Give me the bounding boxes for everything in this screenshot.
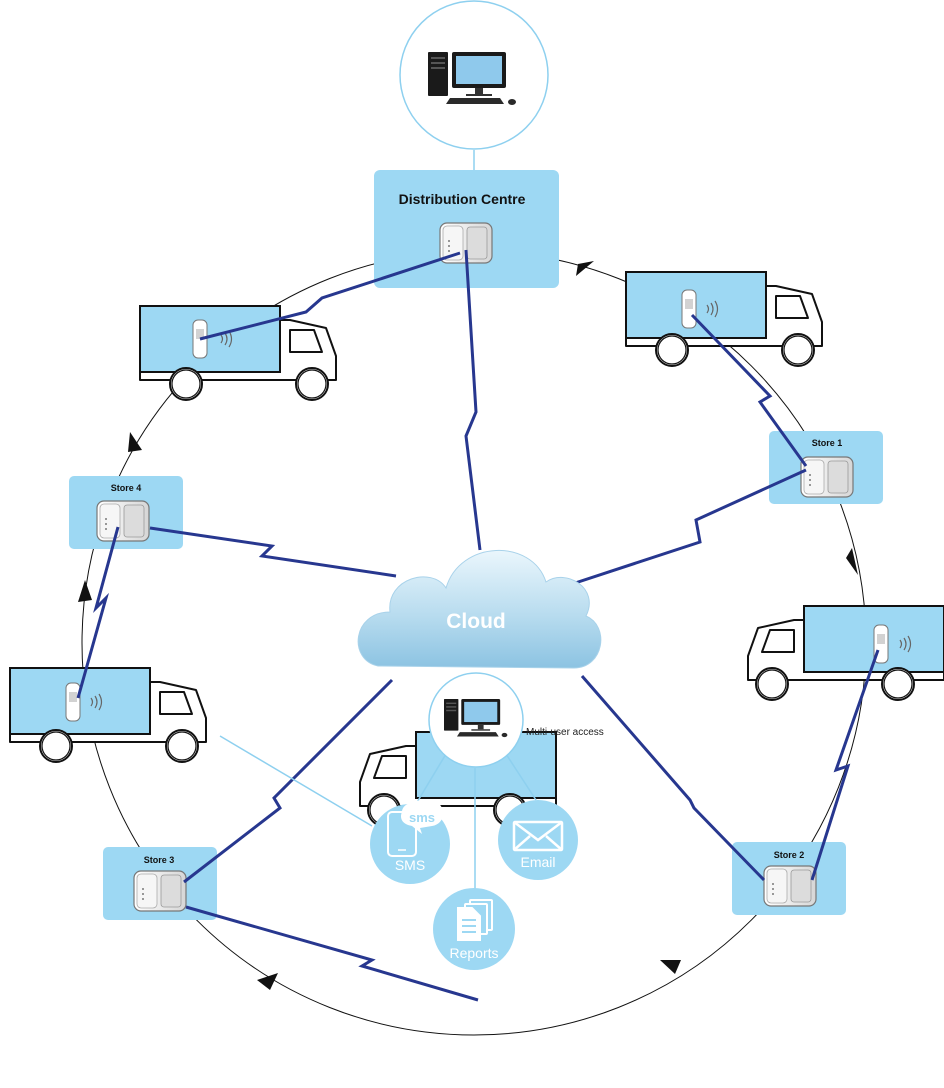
link-truck-store2 bbox=[810, 649, 880, 881]
store4-label: Store 4 bbox=[111, 483, 142, 493]
data-logger-icon bbox=[763, 865, 817, 907]
cloud-icon bbox=[357, 549, 602, 669]
link-store3-truck bbox=[185, 905, 479, 1002]
reports-alert: Reports bbox=[433, 888, 515, 970]
truck-top-right bbox=[625, 271, 823, 367]
store1-box: Store 1 bbox=[769, 431, 883, 504]
link-store4-cloud bbox=[149, 526, 397, 578]
store2-box: Store 2 bbox=[732, 842, 846, 915]
wireless-links bbox=[76, 249, 880, 1002]
truck-icon bbox=[625, 271, 823, 367]
truck-icon bbox=[747, 605, 944, 701]
store1-label: Store 1 bbox=[812, 438, 843, 448]
store4-box: Store 4 bbox=[69, 476, 183, 549]
data-logger-icon bbox=[65, 682, 81, 722]
link-cloud-store3 bbox=[183, 678, 394, 884]
email-alert: Email bbox=[498, 800, 578, 880]
loop-arrow bbox=[78, 580, 92, 602]
loop-arrow bbox=[128, 432, 142, 452]
link-store1-cloud bbox=[565, 468, 807, 588]
truck-left bbox=[9, 667, 207, 763]
link-dc-cloud bbox=[464, 249, 482, 551]
cloud-label: Cloud bbox=[446, 610, 505, 633]
sms-label: SMS bbox=[395, 857, 425, 873]
distribution-centre-box: Distribution Centre bbox=[374, 170, 559, 288]
truck-icon bbox=[9, 667, 207, 763]
loop-arrow bbox=[846, 548, 858, 575]
store2-label: Store 2 bbox=[774, 850, 805, 860]
reports-label: Reports bbox=[449, 945, 498, 961]
truck-top-left bbox=[139, 305, 337, 401]
truck-right bbox=[747, 605, 944, 701]
store3-box: Store 3 bbox=[103, 847, 217, 920]
data-logger-icon bbox=[681, 289, 697, 329]
truck-icon bbox=[139, 305, 337, 401]
link-cloud-store2 bbox=[580, 675, 766, 882]
sms-icon-text: sms bbox=[409, 810, 435, 825]
store3-label: Store 3 bbox=[144, 855, 175, 865]
link-truck-store1 bbox=[690, 313, 808, 467]
loop-arrow bbox=[257, 973, 278, 990]
data-logger-icon bbox=[133, 870, 187, 912]
distribution-centre-label: Distribution Centre bbox=[399, 191, 526, 207]
access-computer-node: Multi-user access bbox=[428, 672, 604, 768]
data-logger-icon bbox=[96, 500, 150, 542]
sms-alert: sms SMS bbox=[370, 800, 450, 884]
cloud-node: Cloud bbox=[357, 549, 602, 669]
multi-user-access-label: Multi-user access bbox=[526, 727, 604, 738]
link-dc-truck bbox=[199, 251, 461, 341]
loop-arrow bbox=[576, 261, 594, 276]
envelope-icon bbox=[512, 820, 564, 852]
loop-arrow bbox=[660, 960, 681, 974]
email-label: Email bbox=[520, 854, 555, 870]
link-store4-truck bbox=[76, 526, 120, 699]
data-logger-icon bbox=[800, 456, 854, 498]
dc-computer-node bbox=[399, 0, 549, 170]
